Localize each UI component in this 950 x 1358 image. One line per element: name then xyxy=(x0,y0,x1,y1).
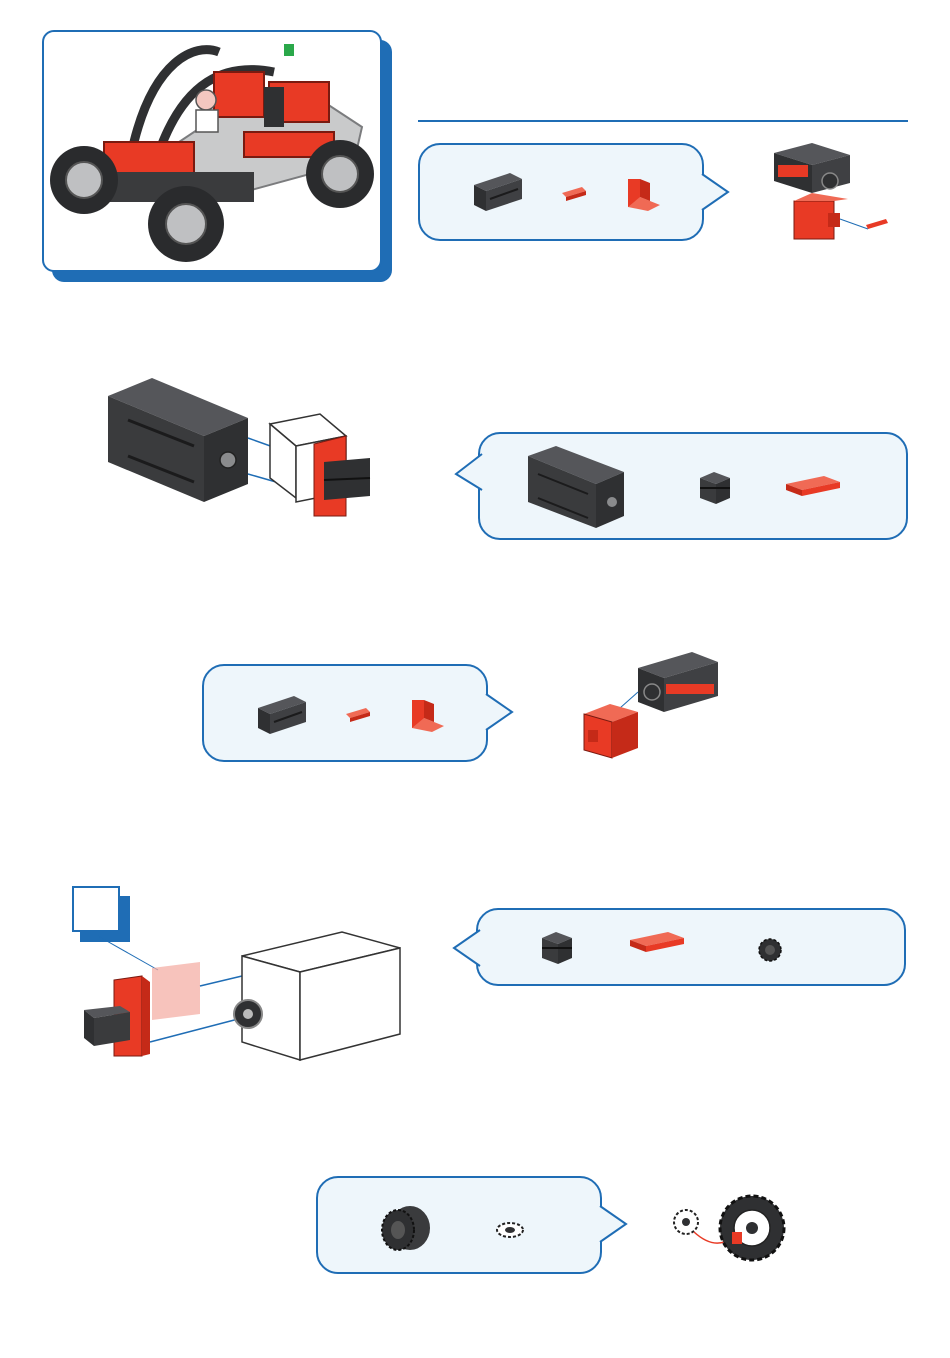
step-3-bubble-tail xyxy=(484,692,516,732)
building-block-30-icon xyxy=(254,690,310,738)
step-1-assembly xyxy=(772,143,892,243)
step-2-bubble-tail xyxy=(452,452,484,492)
step-3-parts-bubble xyxy=(202,664,488,762)
angle-piece-icon xyxy=(344,706,374,726)
step-1-bubble-tail xyxy=(700,172,732,212)
flat-plate-icon xyxy=(784,474,844,502)
step-1-parts-bubble xyxy=(418,143,704,241)
building-block-30-icon xyxy=(470,167,526,215)
step-5-bubble-tail xyxy=(598,1204,630,1244)
angle-piece-icon xyxy=(560,185,590,205)
gear-hub-icon xyxy=(376,1202,432,1256)
block-15-icon xyxy=(538,930,578,968)
small-bevel-gear-icon xyxy=(494,1220,528,1242)
step-4-parts-bubble xyxy=(476,908,906,986)
header-rule xyxy=(418,120,908,122)
step-5-parts-bubble xyxy=(316,1176,602,1274)
step-2-parts-bubble xyxy=(478,432,908,540)
step-5-assembly xyxy=(672,1188,788,1268)
motor-icon xyxy=(524,444,634,532)
flat-plate-icon xyxy=(628,930,688,958)
step-2-assembly xyxy=(108,378,378,518)
model-preview-card xyxy=(42,30,382,272)
step-4-badge xyxy=(72,886,120,932)
step-4-bubble-tail xyxy=(450,928,482,968)
bs15-hole-icon xyxy=(624,177,664,215)
bs15-hole-icon xyxy=(408,698,448,736)
step-3-assembly xyxy=(580,650,722,762)
bevel-gear-icon xyxy=(756,936,786,966)
block-15-icon xyxy=(696,470,736,508)
step-4-assembly xyxy=(80,930,410,1060)
buggy-model-image xyxy=(44,32,380,270)
